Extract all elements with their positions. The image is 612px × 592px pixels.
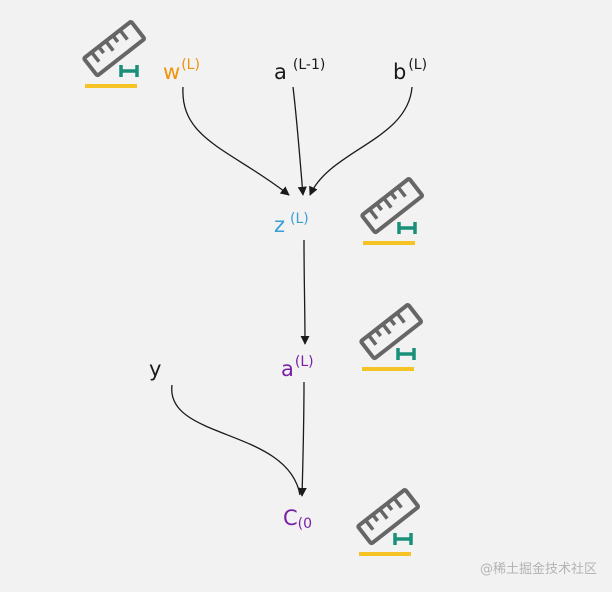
node-c-sub: (0 [298,516,312,532]
node-z: z (L) [274,211,309,237]
edge-aprev-to-z [292,86,307,196]
watermark: @稀土掘金技术社区 [480,562,598,577]
node-z-base: z [274,213,285,237]
edge-w-to-z [182,86,290,196]
ruler-icon [358,302,424,371]
edge-z-to-a [300,239,310,345]
node-a-prev-sup: (L-1) [293,57,325,73]
icons [81,19,425,556]
node-w-base: w [163,60,180,84]
node-w-sup: (L) [181,57,200,73]
edges [171,86,413,497]
node-b-base: b [393,60,406,84]
ruler-icon [359,176,425,245]
node-y: y [149,357,161,381]
ruler-icon [81,19,147,88]
node-a-sup: (L) [295,354,314,370]
node-a-base: a [281,357,294,381]
node-c: C(0 [283,506,312,532]
edge-y-to-c [171,384,301,496]
node-z-sup: (L) [290,211,309,227]
nodes: w(L) a(L-1) b(L) z(L) a(L) y C(0 [149,57,427,532]
node-b: b(L) [393,57,427,84]
node-w: w(L) [163,57,200,84]
edge-b-to-z [309,86,413,196]
edge-a-to-c [297,381,307,497]
ruler-icon [355,487,421,556]
node-y-base: y [149,357,161,381]
node-a-prev-base: a [274,60,287,84]
node-a: a(L) [281,354,314,381]
node-c-base: C [283,506,298,530]
node-b-sup: (L) [408,57,427,73]
node-a-prev: a (L-1) [274,57,325,84]
